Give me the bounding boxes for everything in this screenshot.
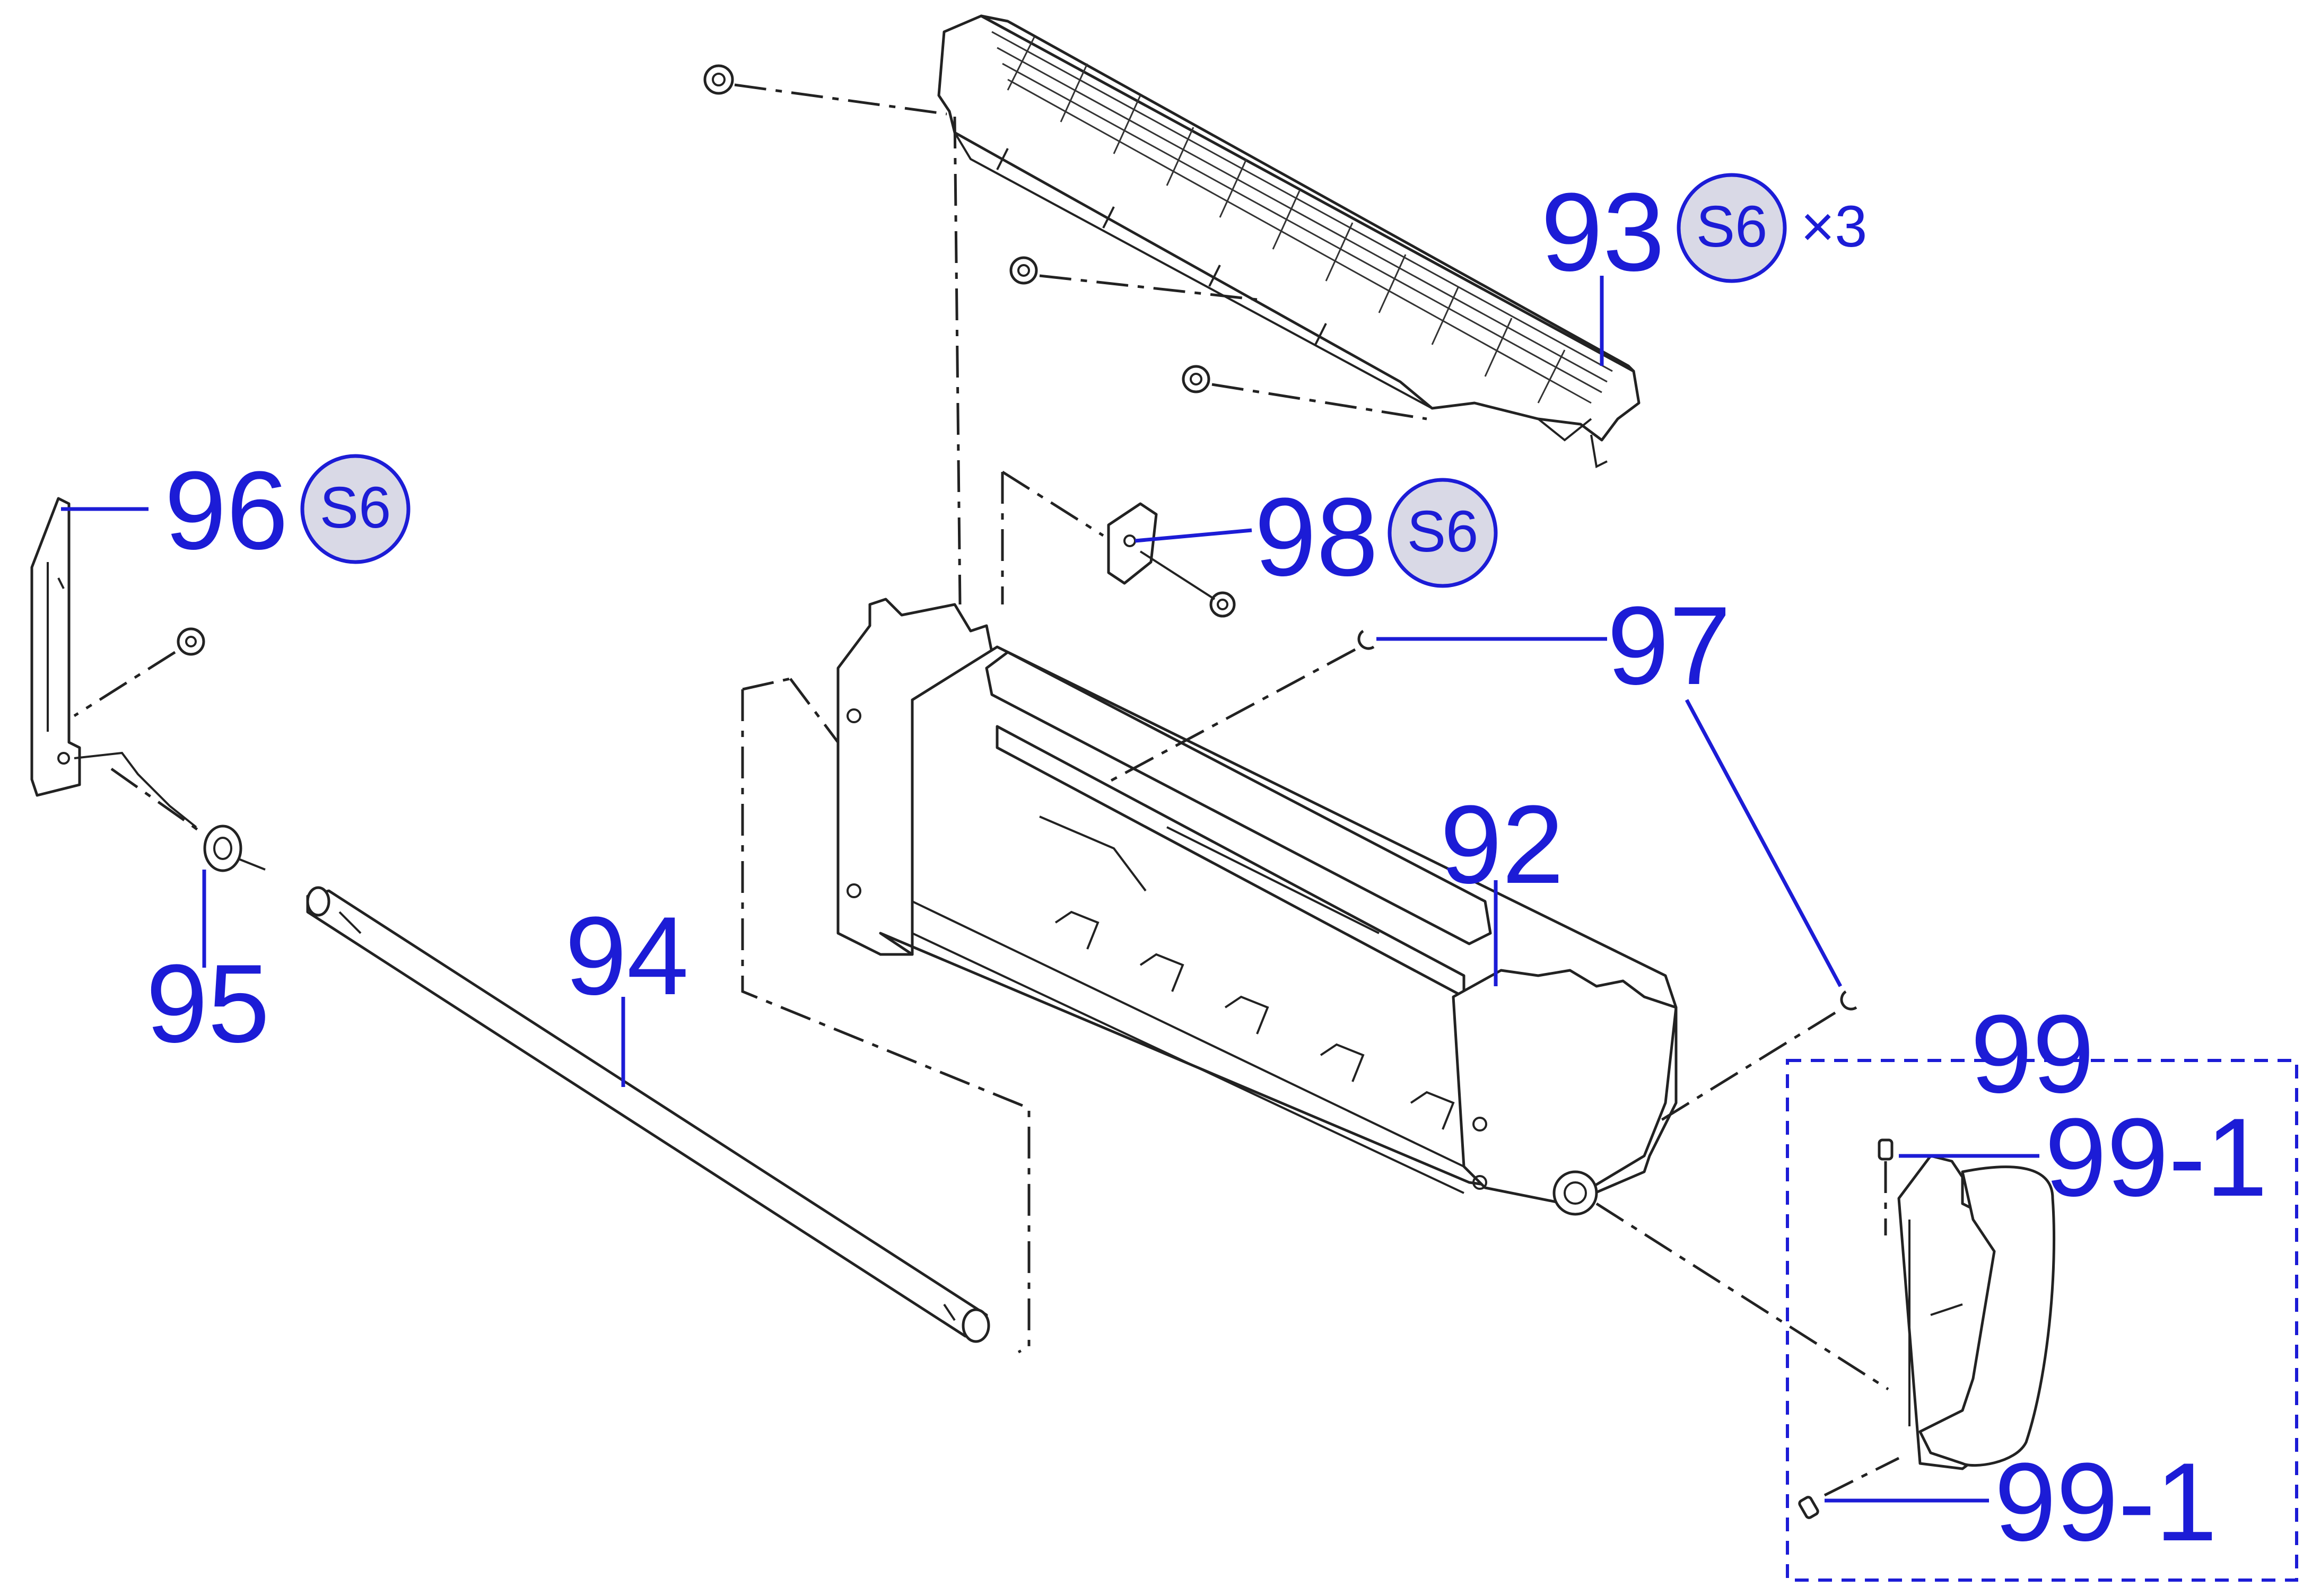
part-97-e-ring-bottom [1654,990,1857,1126]
callout-92: 92 [1440,782,1564,907]
svg-text:S6: S6 [1696,194,1768,259]
part-99-1-pin-bottom [1798,1457,1900,1519]
screw-93-c [1182,365,1427,420]
badge-s6-93: S6 [1677,173,1787,283]
part-95-spring [74,751,266,872]
part-99-1-pin-top [1878,1138,1894,1235]
callout-99: 99 [1970,992,2095,1116]
part-96-side-lever [30,497,205,797]
callout-93: 93 [1541,170,1665,294]
part-99-handle [1897,1154,2056,1470]
part-93-paper-guide [937,14,1641,468]
callout-99-1-bottom: 99-1 [1994,1440,2217,1564]
callout-94: 94 [565,893,689,1018]
svg-text:S6: S6 [1407,499,1479,564]
leader-98 [1135,528,1252,543]
callout-96: 96 [164,448,289,573]
part-94-shaft [306,886,990,1343]
part-92-main-frame [836,598,1678,1216]
badge-s6-98: S6 [1388,478,1498,588]
part-98-bracket [1001,470,1236,618]
callout-97: 97 [1607,583,1731,708]
leader-97-bottom [1685,699,1843,987]
part-99-group-box [1786,1059,2298,1582]
callout-99-1-top: 99-1 [2045,1095,2267,1220]
callout-95: 95 [146,941,270,1066]
callout-98: 98 [1254,475,1379,599]
svg-text:S6: S6 [320,475,391,540]
multiplier-93: ×3 [1801,194,1867,259]
part-97-e-ring-top [1102,629,1375,786]
badge-s6-96: S6 [300,454,411,564]
screw-93-b [1009,256,1258,301]
leader-lines [61,276,2039,1503]
screw-93-a [703,64,947,116]
